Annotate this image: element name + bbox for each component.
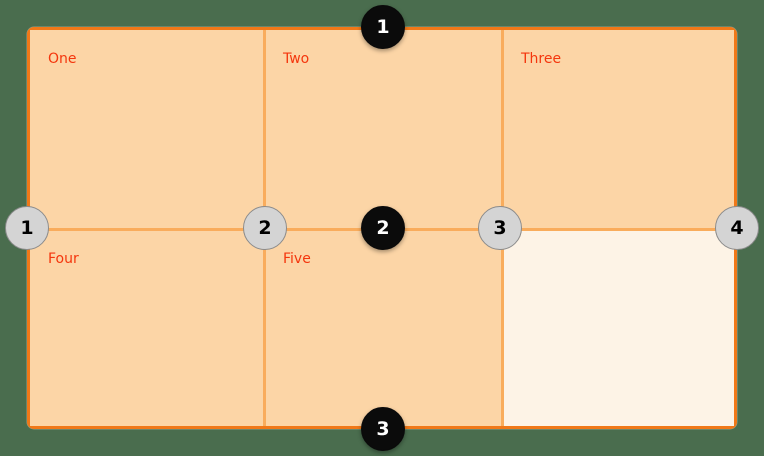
cell-label-two: Two: [283, 51, 310, 67]
row-handle-2[interactable]: 2: [361, 206, 405, 250]
column-handle-2[interactable]: 2: [243, 206, 287, 250]
column-handle-4[interactable]: 4: [715, 206, 759, 250]
grid-cell-one[interactable]: [30, 30, 263, 228]
cell-label-five: Five: [283, 251, 311, 267]
row-handle-1[interactable]: 1: [361, 5, 405, 49]
cell-label-one: One: [48, 51, 77, 67]
cell-label-four: Four: [48, 251, 79, 267]
column-handle-1[interactable]: 1: [5, 206, 49, 250]
grid-cell-empty[interactable]: [504, 231, 734, 426]
column-handle-3[interactable]: 3: [478, 206, 522, 250]
grid-cell-four[interactable]: [30, 231, 263, 426]
cell-label-three: Three: [521, 51, 562, 67]
grid-cell-two[interactable]: [266, 30, 501, 228]
grid-cell-three[interactable]: [504, 30, 734, 228]
grid-cell-five[interactable]: [266, 231, 501, 426]
row-handle-3[interactable]: 3: [361, 407, 405, 451]
